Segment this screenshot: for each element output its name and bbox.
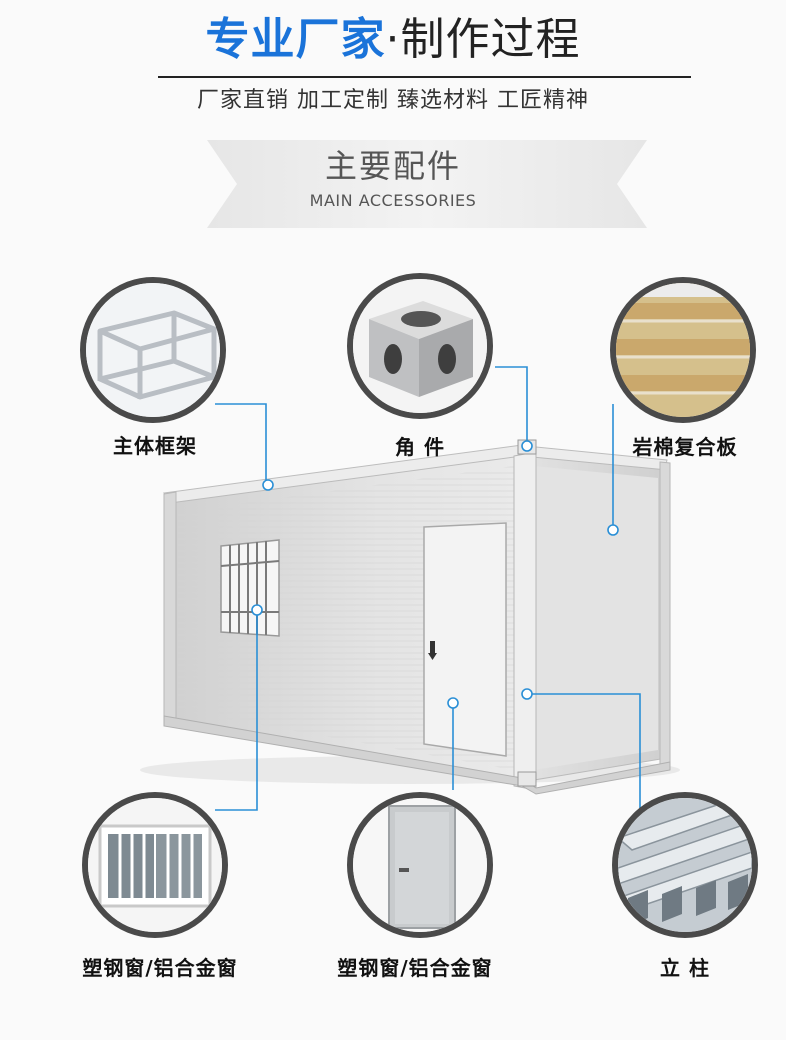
page-title: 专业厂家·制作过程: [0, 10, 786, 70]
steel-column-icon: [618, 798, 752, 932]
corner-casting-icon: [353, 279, 487, 413]
part-label-rock-wool-panel: 岩棉复合板: [632, 435, 738, 459]
title-separator: ·: [385, 14, 401, 65]
part-label-door: 塑钢窗/铝合金窗: [337, 956, 493, 980]
section-subtitle: MAIN ACCESSORIES: [309, 191, 477, 210]
part-label-window: 塑钢窗/铝合金窗: [82, 956, 238, 980]
section-ribbon: [207, 140, 647, 228]
rock-wool-panel-icon: [616, 283, 750, 417]
part-label-corner-casting: 角 件: [395, 435, 445, 459]
part-circle-door: [347, 792, 493, 938]
steel-frame-icon: [86, 283, 220, 417]
door-icon: [353, 798, 487, 932]
part-circle-window: [82, 792, 228, 938]
title-highlight: 专业厂家: [205, 14, 386, 65]
part-circle-corner-casting: [347, 273, 493, 419]
part-label-main-frame: 主体框架: [113, 434, 197, 458]
page-subtitle: 厂家直销 加工定制 臻选材料 工匠精神: [197, 88, 589, 113]
title-divider: [158, 76, 691, 78]
part-circle-rock-wool-panel: [610, 277, 756, 423]
title-rest: 制作过程: [400, 14, 581, 65]
section-title: 主要配件: [324, 147, 461, 185]
part-circle-steel-column: [612, 792, 758, 938]
part-circle-main-frame: [80, 277, 226, 423]
part-label-steel-column: 立 柱: [660, 956, 710, 980]
window-icon: [88, 798, 222, 932]
